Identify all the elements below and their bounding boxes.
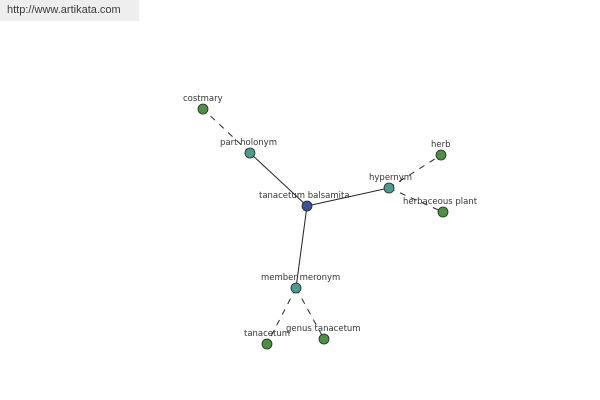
edge-part-costmary	[202, 108, 251, 154]
edge-center-part	[249, 152, 308, 207]
node-label-member[interactable]: member meronym	[261, 273, 340, 283]
edge-member-tanacetum	[266, 287, 297, 345]
edges-layer	[202, 108, 444, 345]
node-label-center[interactable]: tanacetum balsamita	[259, 191, 350, 201]
node-herbaceous[interactable]	[437, 206, 449, 218]
edge-center-hyper	[306, 187, 390, 207]
node-label-hyper[interactable]: hypernym	[369, 173, 412, 183]
labels-layer: tanacetum balsamita part holonym hypernym m…	[183, 94, 478, 339]
node-label-costmary[interactable]: costmary	[183, 94, 223, 104]
edge-member-genus	[295, 287, 325, 340]
edge-hyper-herbaceous	[388, 187, 444, 213]
node-member[interactable]	[290, 282, 302, 294]
node-part[interactable]	[244, 147, 256, 159]
edge-center-member	[295, 205, 308, 289]
node-label-part[interactable]: part holonym	[220, 138, 277, 148]
node-genus[interactable]	[318, 333, 330, 345]
edge-hyper-herb	[388, 154, 442, 189]
node-tanacetum[interactable]	[261, 338, 273, 350]
node-hyper[interactable]	[383, 182, 395, 194]
node-label-tanacetum[interactable]: tanacetum	[244, 329, 290, 339]
nodes-layer	[197, 103, 449, 350]
node-herb[interactable]	[435, 149, 447, 161]
node-costmary[interactable]	[197, 103, 209, 115]
node-label-genus[interactable]: genus tanacetum	[286, 324, 361, 334]
node-center[interactable]	[301, 200, 313, 212]
node-label-herb[interactable]: herb	[431, 140, 451, 150]
site-url[interactable]: http://www.artikata.com	[0, 0, 139, 21]
node-label-herbaceous[interactable]: herbaceous plant	[403, 197, 478, 207]
